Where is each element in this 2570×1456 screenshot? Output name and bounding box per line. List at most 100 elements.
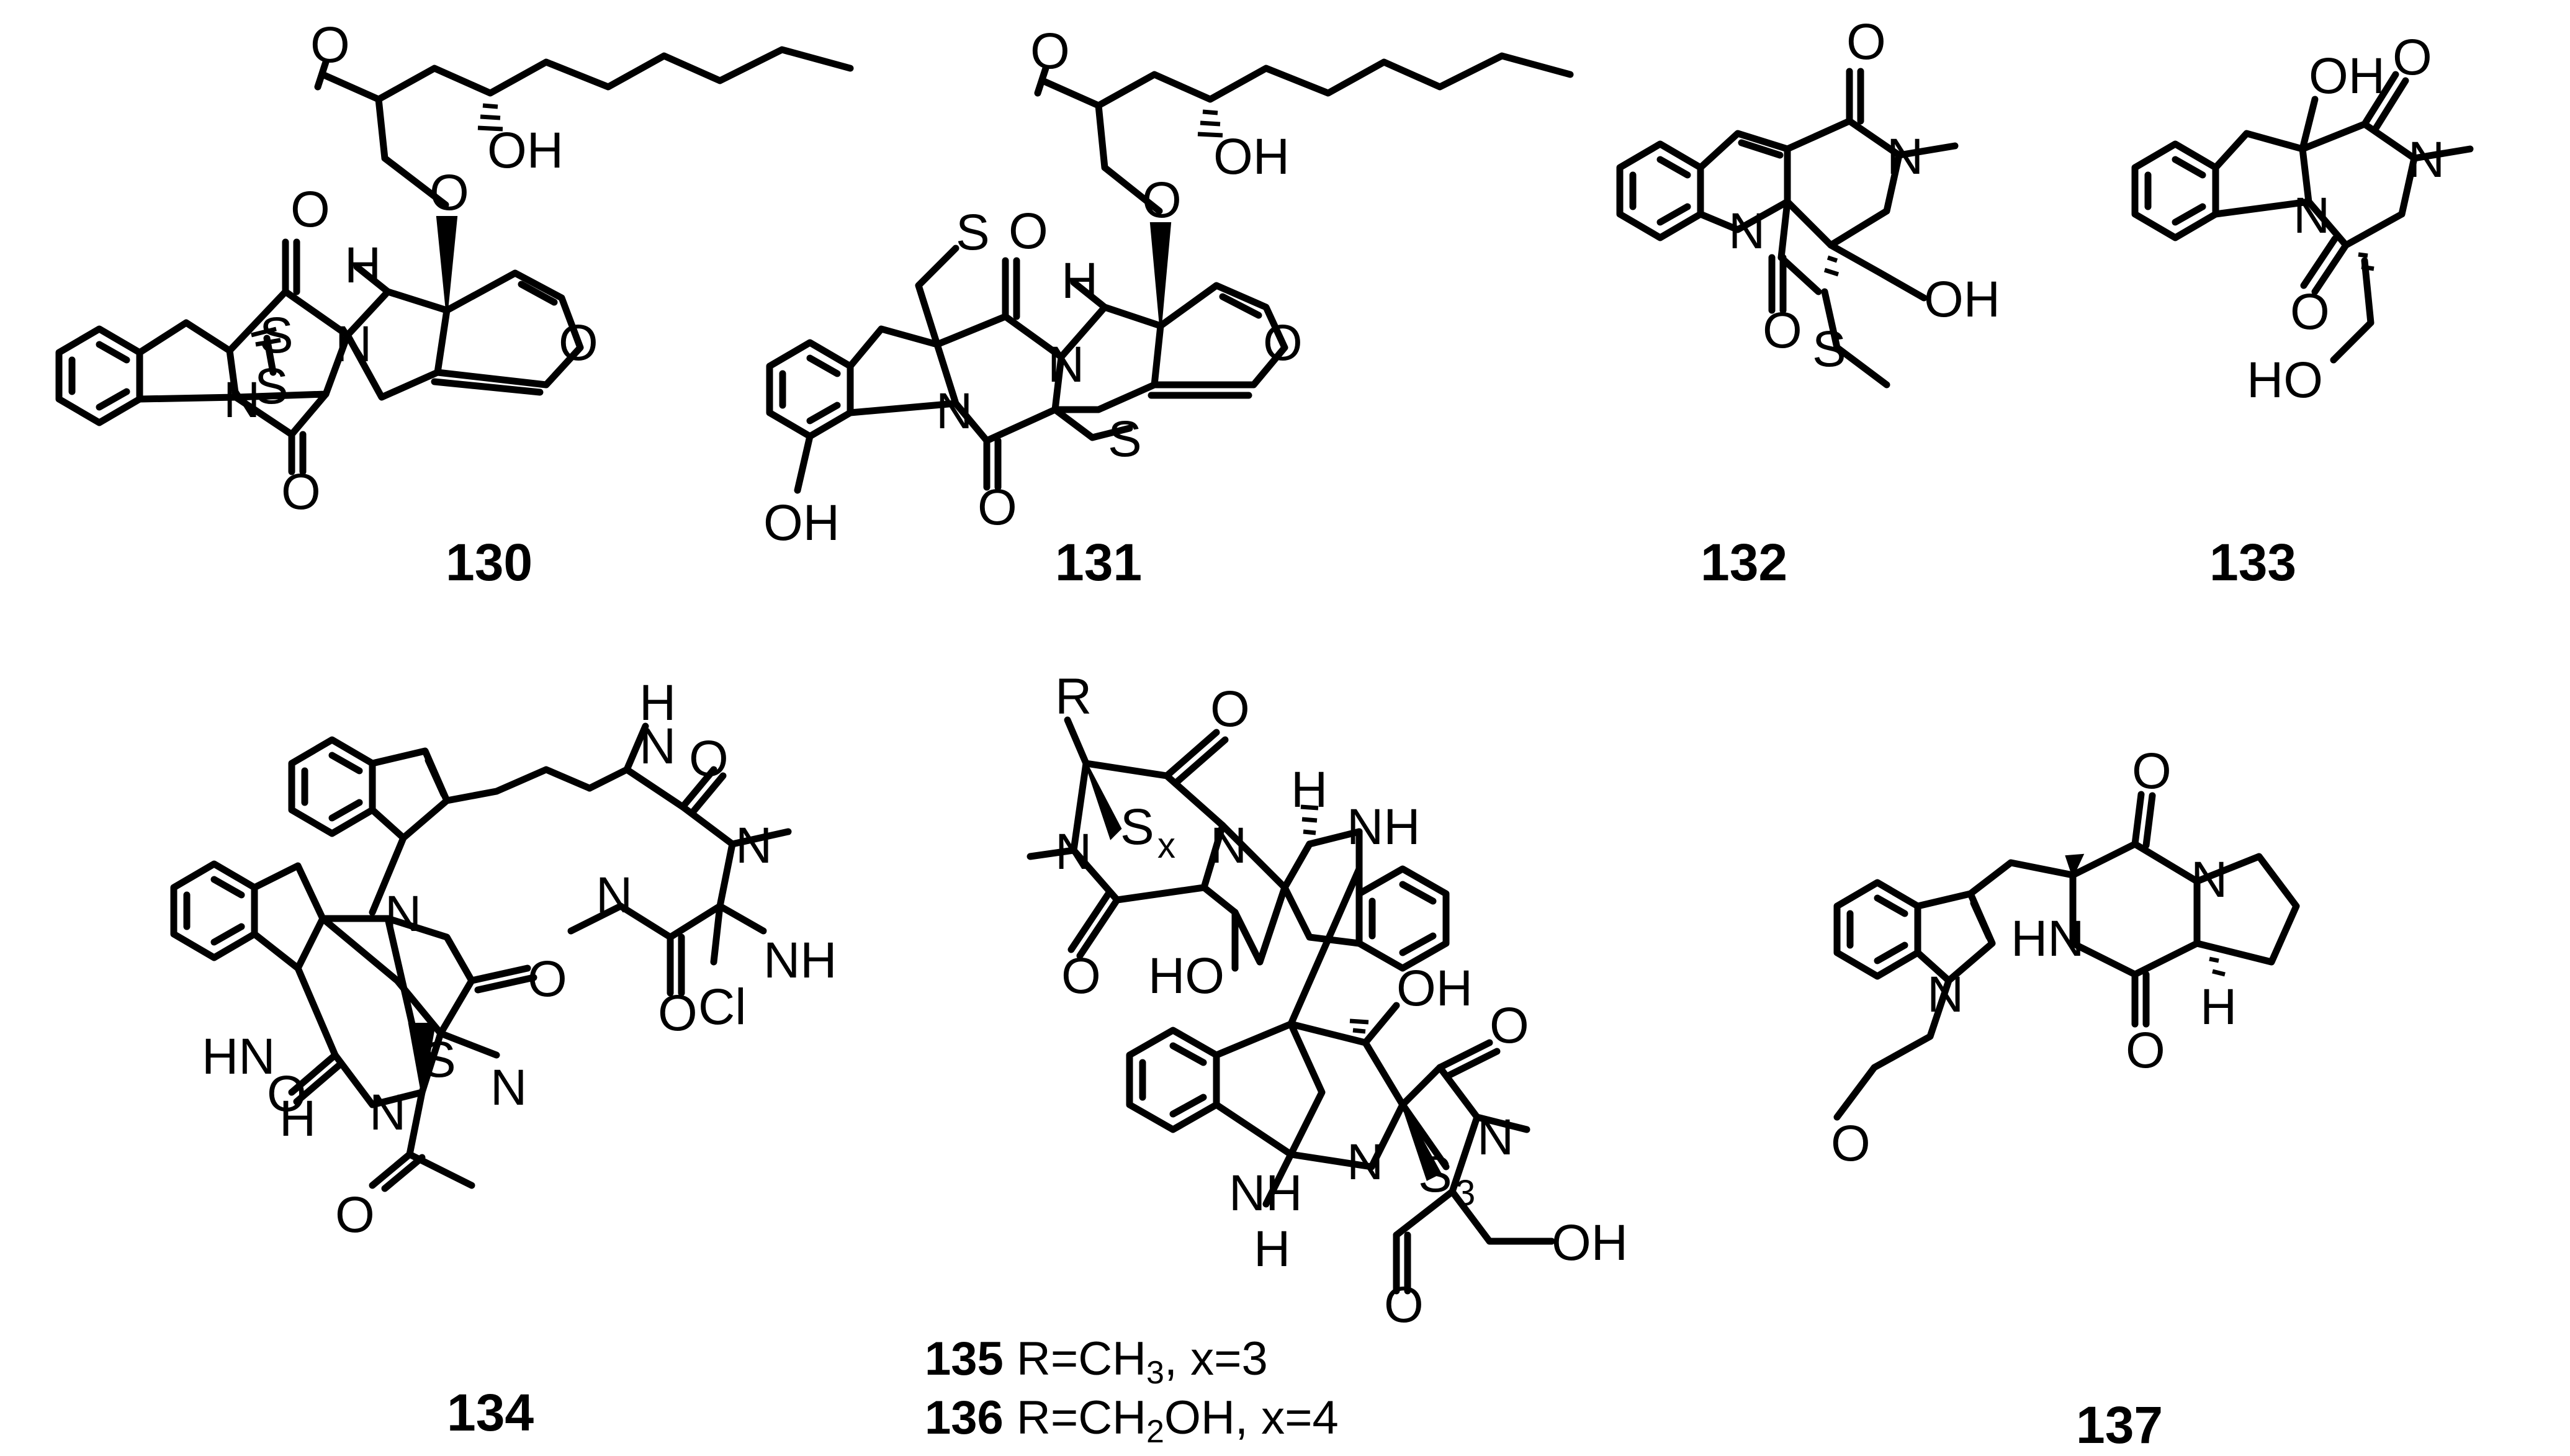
atom-label: N [369, 1084, 406, 1141]
atom-label: O [1263, 315, 1303, 371]
compound-label-131: 131 [1055, 533, 1142, 591]
caption-135-tail: , x=3 [1164, 1332, 1268, 1385]
compound-label-132: 132 [1701, 533, 1787, 591]
atom-label: N [936, 383, 973, 439]
atom-label: NH [1229, 1165, 1302, 1221]
atom-label: S [1812, 321, 1846, 377]
atom-label: N [1728, 203, 1765, 259]
atom-label: S [1120, 799, 1154, 855]
atom-label: O [2126, 1022, 2165, 1079]
atom-label: N [2293, 187, 2330, 244]
atom-label: H [639, 675, 676, 731]
atom-label: N [596, 867, 632, 923]
atom-label: H [344, 237, 381, 294]
compound-label-133: 133 [2209, 533, 2296, 591]
atom-label: HN [2011, 910, 2084, 967]
compound-134-structure: N H O N N O NH Cl N HN H N S O N O O [170, 675, 837, 1243]
atom-label: N [1477, 1109, 1514, 1166]
caption-136-tail: OH, x=4 [1164, 1391, 1339, 1444]
compound-label-137: 137 [2076, 1396, 2163, 1454]
atom-label: N [735, 817, 772, 874]
compound-130-structure: H O O N N S S O O O OH [55, 17, 854, 520]
atom-label: OH [1213, 128, 1290, 185]
atom-label: O [1210, 681, 1250, 737]
atom-label: N [335, 316, 372, 372]
atom-label: HN [202, 1028, 275, 1085]
atom-label: N [1887, 128, 1923, 185]
atom-label: S [1108, 411, 1142, 467]
atom-label: H [1061, 253, 1098, 309]
atom-label: O [977, 479, 1017, 536]
caption-135: 135 R=CH3, x=3 [925, 1332, 1268, 1391]
atom-label: O [1384, 1277, 1424, 1333]
atom-label: N [2191, 852, 2227, 908]
caption-136-number: 136 [925, 1391, 1004, 1444]
atom-label: O [658, 985, 698, 1041]
atom-label: OH [487, 122, 564, 179]
atom-label: R [1055, 668, 1092, 725]
atom-label: H [2200, 979, 2237, 1035]
atom-label: N [639, 718, 676, 775]
atom-label: O [281, 464, 321, 520]
atom-label: S [956, 204, 990, 261]
atom-label: NH [763, 932, 837, 989]
compound-135-136-structure: R O N N S x H NH O HO OH O N N S 3 NH H … [1027, 668, 1628, 1333]
atom-label: S [254, 358, 289, 415]
atom-label: O [267, 1066, 307, 1122]
compound-132-structure: O O N N S OH [1616, 14, 2000, 389]
caption-135-subscript: 3 [1146, 1355, 1164, 1391]
atom-label: N [1927, 966, 1964, 1023]
atom-label: N [1210, 817, 1247, 874]
atom-label: N [385, 886, 421, 942]
atom-label: S [422, 1031, 456, 1088]
atom-label: O [310, 17, 350, 73]
atom-label: HO [1148, 948, 1224, 1004]
compound-131-structure: H S O O N N S O O O OH OH [763, 23, 1574, 551]
compound-137-structure: N O O N HN O H [1831, 743, 2300, 1172]
atom-label: N [2408, 132, 2445, 188]
atom-label: N [490, 1059, 527, 1116]
caption-135-text: R=CH [1004, 1332, 1146, 1385]
atom-label: O [290, 181, 330, 238]
atom-label: S [259, 307, 294, 364]
atom-label: OH [1396, 960, 1473, 1017]
atom-label: N [1347, 1134, 1383, 1190]
atom-label: O [1763, 302, 1802, 359]
atom-label: O [1846, 14, 1886, 70]
atom-label: HO [2247, 352, 2323, 408]
caption-136-text: R=CH [1004, 1391, 1146, 1444]
atom-label: O [1009, 203, 1048, 259]
atom-label: O [429, 164, 469, 221]
atom-label: N [1048, 336, 1084, 393]
caption-135-number: 135 [925, 1332, 1004, 1385]
atom-subscript: 3 [1455, 1173, 1475, 1213]
atom-label: H [1254, 1221, 1290, 1277]
atom-label: OH [763, 495, 840, 551]
atom-label: H [1291, 762, 1328, 818]
caption-136: 136 R=CH2OH, x=4 [925, 1391, 1339, 1450]
atom-label: N [1055, 824, 1092, 880]
atom-label: N [223, 372, 260, 428]
atom-label: OH [2309, 48, 2385, 104]
atom-label: NH [1347, 799, 1420, 855]
atom-label: O [1061, 948, 1101, 1004]
compound-133-structure: OH O O N N HO [2131, 29, 2474, 408]
atom-label: S [1418, 1146, 1452, 1203]
atom-label: O [1030, 23, 1070, 79]
atom-label: O [2132, 743, 2172, 799]
atom-label: O [2393, 29, 2432, 86]
atom-label: OH [1924, 271, 2000, 328]
atom-label: O [689, 730, 729, 787]
atom-label: O [2290, 284, 2330, 340]
atom-label: O [335, 1187, 375, 1243]
atom-label: O [559, 315, 598, 371]
compound-label-134: 134 [447, 1383, 534, 1442]
atom-label: Cl [698, 979, 746, 1035]
atom-label: O [1831, 1115, 1871, 1172]
atom-label: O [1489, 997, 1529, 1054]
atom-label: OH [1552, 1215, 1628, 1271]
compound-label-130: 130 [446, 533, 532, 591]
caption-136-subscript: 2 [1146, 1414, 1164, 1450]
atom-label: O [1142, 172, 1182, 228]
